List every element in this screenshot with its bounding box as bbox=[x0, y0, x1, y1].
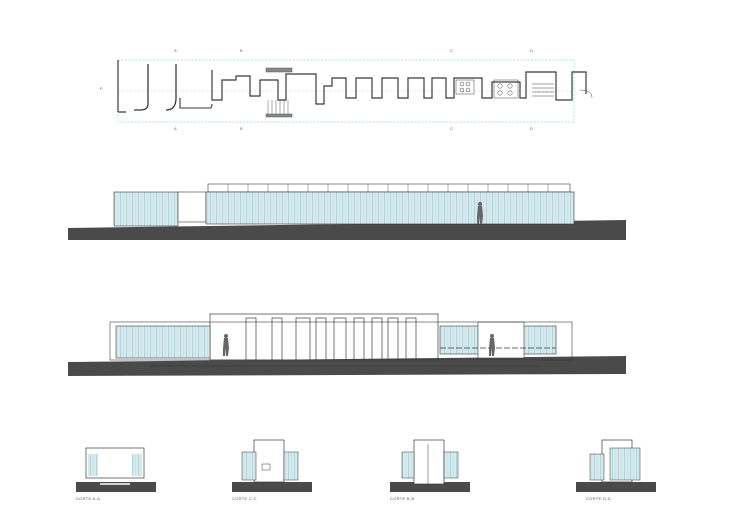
section-mark-d-top: D bbox=[530, 48, 533, 53]
plan-curved-wall-1 bbox=[134, 64, 149, 111]
cross-section-d-caption: CORTE D-D bbox=[586, 496, 611, 501]
cross-section-a-caption: CORTE A-A bbox=[76, 496, 100, 501]
cross-section-a-a: CORTE A-A bbox=[76, 447, 156, 501]
plan-curved-wall-2 bbox=[165, 64, 177, 111]
section-mark-d-bottom: D bbox=[530, 126, 533, 131]
cross-section-a-ground bbox=[76, 482, 156, 492]
cross-section-c-glass-right bbox=[283, 451, 299, 481]
section-mark-b-bottom: B bbox=[240, 126, 243, 131]
cross-section-b-glass-right bbox=[443, 451, 459, 479]
section-mark-a-bottom: A bbox=[174, 126, 177, 131]
cross-section-c-c: CORTE C-C bbox=[232, 439, 312, 501]
cross-section-b-glass-left bbox=[401, 451, 415, 479]
cross-section-c-frame bbox=[253, 439, 285, 483]
cross-section-c-ground bbox=[232, 482, 312, 492]
floor-plan: A A B B C C D D P bbox=[100, 48, 593, 131]
section-mark-c-bottom: C bbox=[450, 126, 453, 131]
long-section bbox=[68, 313, 626, 376]
plan-fixtures bbox=[455, 79, 593, 99]
plan-end-wall bbox=[117, 60, 126, 113]
cross-section-b-caption: CORTE B-B bbox=[390, 496, 414, 501]
cross-section-d-ground bbox=[576, 482, 656, 492]
section-glass-left bbox=[115, 325, 211, 359]
elevation-glass-panel-main bbox=[205, 191, 575, 225]
cross-section-c-fixture bbox=[261, 463, 271, 471]
elevation-glass-panel-left bbox=[113, 191, 179, 227]
section-human-figure-2 bbox=[489, 334, 495, 356]
long-elevation bbox=[68, 183, 626, 240]
elevation-roof-ribs bbox=[227, 184, 549, 192]
section-central-frame bbox=[209, 313, 439, 361]
cross-section-b-frame bbox=[413, 439, 445, 485]
elevation-roof-frame bbox=[207, 183, 571, 193]
section-room-cut bbox=[477, 321, 525, 359]
cross-section-b-ground bbox=[390, 482, 470, 492]
cross-section-d-glass-right bbox=[609, 447, 641, 481]
section-mark-a-top: A bbox=[174, 48, 177, 53]
section-mark-c-top: C bbox=[450, 48, 453, 53]
plan-orientation-mark: P bbox=[100, 86, 103, 91]
section-mark-b-top: B bbox=[240, 48, 243, 53]
cross-section-c-glass-left bbox=[241, 451, 257, 481]
cross-section-d-d: CORTE D-D bbox=[576, 439, 656, 501]
cross-section-a-glass-right bbox=[132, 454, 142, 476]
section-human-figure-1 bbox=[223, 334, 229, 356]
elevation-opening bbox=[177, 191, 207, 223]
cross-section-a-glass-left bbox=[88, 454, 98, 476]
cross-section-d-glass-left bbox=[589, 453, 605, 481]
elevation-ground bbox=[68, 220, 626, 240]
cross-section-c-caption: CORTE C-C bbox=[232, 496, 257, 501]
plan-serpentine-wall bbox=[211, 70, 587, 105]
elevation-human-figure bbox=[477, 202, 483, 224]
cross-section-b-b: CORTE B-B bbox=[390, 439, 470, 501]
section-outer-frame bbox=[109, 321, 573, 361]
plan-stair bbox=[265, 67, 293, 118]
section-markers: A A B B C C D D P bbox=[100, 48, 533, 131]
section-portal-frames bbox=[245, 317, 417, 361]
plan-curved-wall-3 bbox=[179, 98, 213, 109]
